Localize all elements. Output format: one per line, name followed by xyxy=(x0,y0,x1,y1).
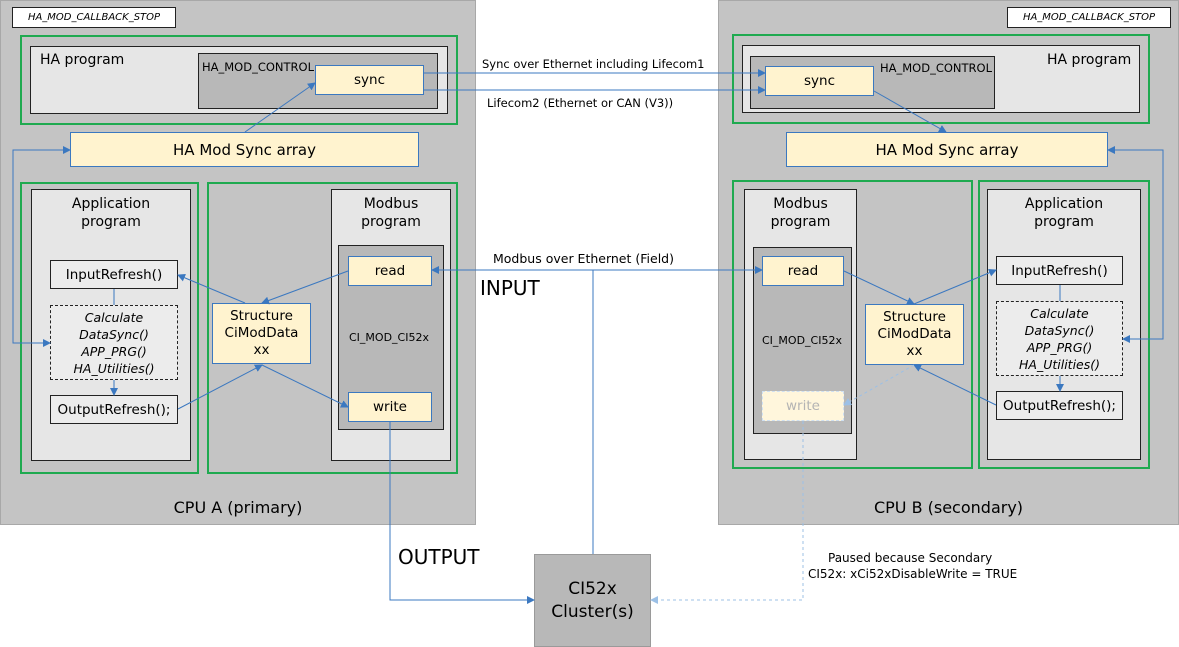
cpu-b-loop-to-array xyxy=(1107,146,1164,340)
cpu-a-struct-to-input xyxy=(177,274,246,304)
cpu-b-read-block: read xyxy=(762,256,844,286)
cpu-a-array-to-sync xyxy=(244,82,316,133)
cpu-b-struct-to-write-paused xyxy=(843,364,915,406)
cpu-a-ha-program-label: HA program xyxy=(40,52,125,68)
ci52x-cluster: CI52x Cluster(s) xyxy=(534,554,651,647)
cpu-b-callback-tag: HA_MOD_CALLBACK_STOP xyxy=(1007,7,1171,28)
sync-ethernet-label: Sync over Ethernet including Lifecom1 xyxy=(482,57,705,71)
cpu-a-input-refresh: InputRefresh() xyxy=(50,260,178,289)
paused-note-line1: Paused because Secondary xyxy=(828,551,993,565)
cpu-b-ha-program-frame xyxy=(732,34,1150,124)
cpu-b-output-refresh: OutputRefresh(); xyxy=(996,391,1123,420)
cpu-a-write-to-cluster xyxy=(389,422,535,604)
cpu-b-sync-block: sync xyxy=(765,66,874,96)
cpu-a-loop-to-array xyxy=(12,146,71,344)
cpu-b-calc-block: Calculate DataSync() APP_PRG() HA_Utilit… xyxy=(996,301,1123,376)
input-label: INPUT xyxy=(480,276,540,300)
cpu-b-write-to-cluster-paused xyxy=(650,421,804,604)
cpu-a-modbus-label: Modbus program xyxy=(361,196,421,230)
cpu-b-output-to-struct xyxy=(913,364,997,406)
cpu-a-struct-to-write xyxy=(261,364,349,408)
cpu-a-sync-array: HA Mod Sync array xyxy=(70,132,419,167)
cpu-a-callback-tag: HA_MOD_CALLBACK_STOP xyxy=(12,7,176,28)
cpu-b-struct-to-input xyxy=(913,268,997,305)
cpu-b-sync-to-array xyxy=(873,90,947,133)
cpu-a-structure: Structure CiModData xx xyxy=(212,303,311,364)
cpu-b-ha-mod-control-label: HA_MOD_CONTROL xyxy=(880,61,993,75)
cpu-a-app-label: Application program xyxy=(71,196,151,230)
lifecom2-label: Lifecom2 (Ethernet or CAN (V3)) xyxy=(487,96,674,110)
cpu-b-input-refresh: InputRefresh() xyxy=(996,256,1123,285)
cpu-a-calc-block: Calculate DataSync() APP_PRG() HA_Utilit… xyxy=(50,305,178,380)
cpu-a-ha-mod-control-label: HA_MOD_CONTROL xyxy=(202,60,315,74)
cpu-a-read-block: read xyxy=(348,256,432,286)
cpu-a-write-block: write xyxy=(348,392,432,422)
cpu-b-read-to-struct xyxy=(843,270,915,305)
cpu-a-output-to-struct xyxy=(177,364,263,410)
cpu-b-app-label: Application program xyxy=(1024,196,1104,230)
cpu-b-modbus-frame xyxy=(732,180,973,469)
cpu-b-app-frame xyxy=(978,180,1150,469)
cpu-a-read-to-struct xyxy=(261,270,349,305)
cpu-b-modbus-label: Modbus program xyxy=(770,196,831,230)
cpu-b-title: CPU B (secondary) xyxy=(873,498,1024,517)
paused-note-line2: CI52x: xCi52xDisableWrite = TRUE xyxy=(808,567,1018,581)
cpu-b-sync-array: HA Mod Sync array xyxy=(786,132,1108,167)
cpu-a-app-frame xyxy=(20,182,199,474)
cpu-b-structure: Structure CiModData xx xyxy=(865,304,964,365)
cpu-a-ci-mod-label: CI_MOD_CI52x xyxy=(349,331,429,344)
cpu-b-ha-program-label: HA program xyxy=(1047,52,1132,68)
cpu-a-sync-block: sync xyxy=(315,65,424,95)
cpu-b-ci-mod-label: CI_MOD_CI52x xyxy=(762,334,842,347)
cpu-a-modbus-frame xyxy=(207,182,458,474)
output-label: OUTPUT xyxy=(398,545,480,569)
cpu-b-write-block-paused: write xyxy=(762,391,844,421)
cpu-a-output-refresh: OutputRefresh(); xyxy=(50,395,178,424)
cpu-a-ha-program-frame xyxy=(20,35,458,125)
cpu-a-title: CPU A (primary) xyxy=(173,498,303,517)
modbus-ethernet-label: Modbus over Ethernet (Field) xyxy=(493,251,674,266)
